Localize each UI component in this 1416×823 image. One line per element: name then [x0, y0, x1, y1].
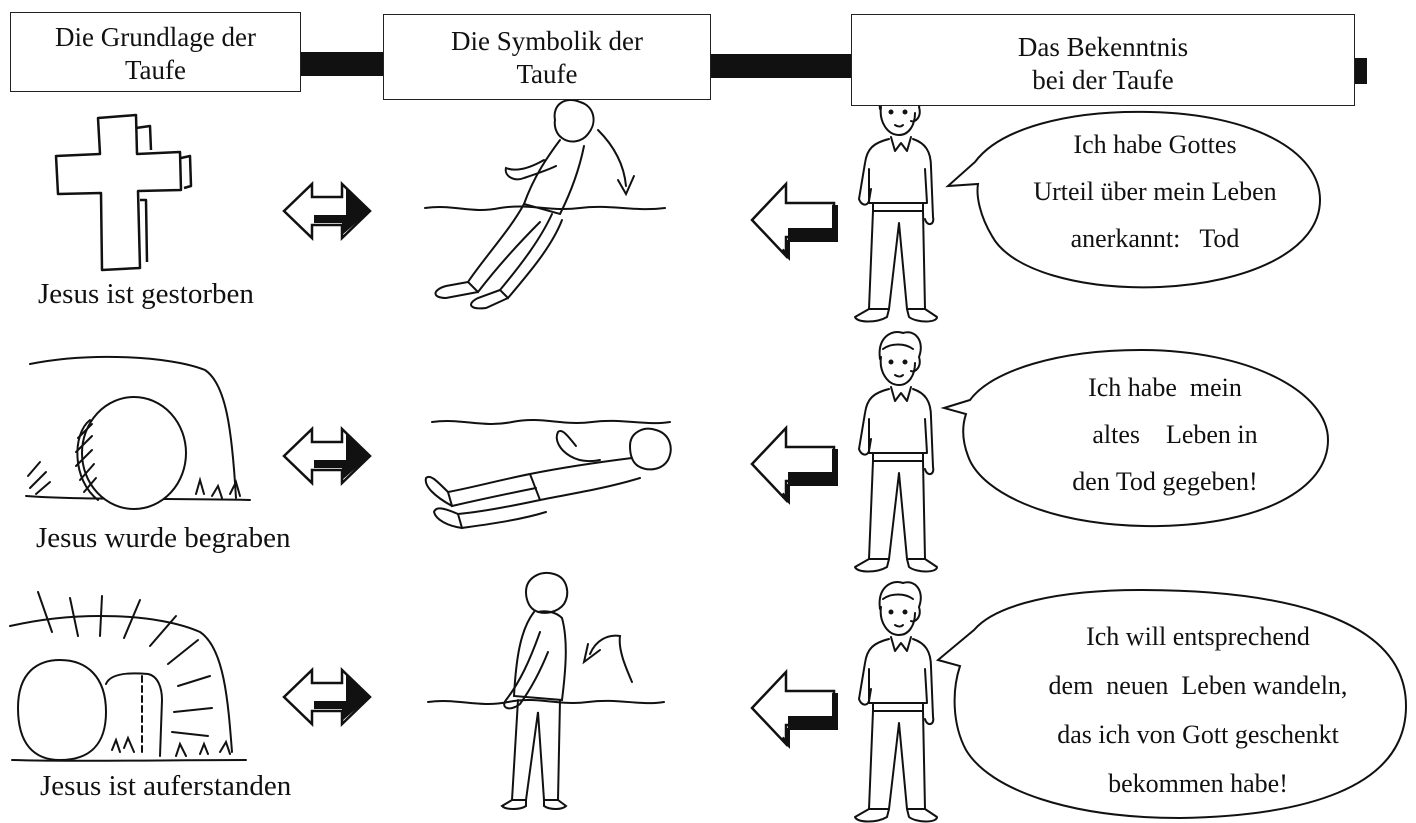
header-foundation: Die Grundlage der Taufe	[10, 12, 301, 92]
header-confession: Das Bekenntnis bei der Taufe	[851, 14, 1355, 106]
row-1-caption: Jesus ist gestorben	[38, 278, 254, 311]
row-3-bubble-line-1: Ich will entsprechend	[996, 612, 1400, 661]
row-1-left-arrow-icon	[752, 184, 838, 256]
row-2-submerged-person-icon	[426, 420, 671, 528]
row-1-sinking-person-icon	[425, 100, 665, 308]
row-3-bubble-line-3: das ich von Gott geschenkt	[996, 710, 1400, 759]
row-3-bubble-line-2: dem neuen Leben wandeln,	[996, 661, 1400, 710]
row-1-bubble-line-2: Urteil über mein Leben	[1000, 168, 1310, 215]
row-1-confessing-man-icon	[855, 82, 937, 321]
row-3-bubble-text: Ich will entsprechend dem neuen Leben wa…	[996, 612, 1400, 808]
row-2-tomb-icon	[26, 357, 250, 509]
header-symbolism-line-1: Die Symbolik der	[384, 25, 710, 58]
header-foundation-line-1: Die Grundlage der	[11, 21, 300, 54]
row-1-bubble-line-3: anerkannt: Tod	[1000, 215, 1310, 262]
row-1-double-arrow-icon	[284, 184, 370, 238]
row-3-caption: Jesus ist auferstanden	[40, 770, 291, 803]
row-2-bubble-line-1: Ich habe mein	[1020, 364, 1310, 411]
row-2-bubble-line-2: altes Leben in	[1020, 411, 1310, 458]
row-1-bubble-text: Ich habe Gottes Urteil über mein Leben a…	[1000, 121, 1310, 262]
header-confession-line-2: bei der Taufe	[852, 64, 1354, 97]
row-2-caption: Jesus wurde begraben	[36, 522, 290, 555]
header-symbolism-line-2: Taufe	[384, 58, 710, 91]
row-3-confessing-man-icon	[855, 582, 937, 821]
header-confession-line-1: Das Bekenntnis	[852, 31, 1354, 64]
row-3-empty-tomb-icon	[10, 592, 246, 761]
row-1-cross-icon	[56, 115, 191, 270]
row-2-bubble-text: Ich habe mein altes Leben in den Tod geg…	[1020, 364, 1310, 505]
header-symbolism: Die Symbolik der Taufe	[383, 14, 711, 100]
row-2-double-arrow-icon	[284, 429, 370, 483]
row-2-left-arrow-icon	[752, 428, 838, 500]
row-3-rising-person-icon	[428, 573, 664, 809]
header-foundation-line-2: Taufe	[11, 54, 300, 87]
row-2-confessing-man-icon	[855, 332, 937, 571]
row-3-double-arrow-icon	[284, 670, 370, 724]
row-1-bubble-line-1: Ich habe Gottes	[1000, 121, 1310, 168]
row-3-bubble-line-4: bekommen habe!	[996, 759, 1400, 808]
row-2-bubble-line-3: den Tod gegeben!	[1020, 458, 1310, 505]
row-3-left-arrow-icon	[752, 672, 838, 744]
